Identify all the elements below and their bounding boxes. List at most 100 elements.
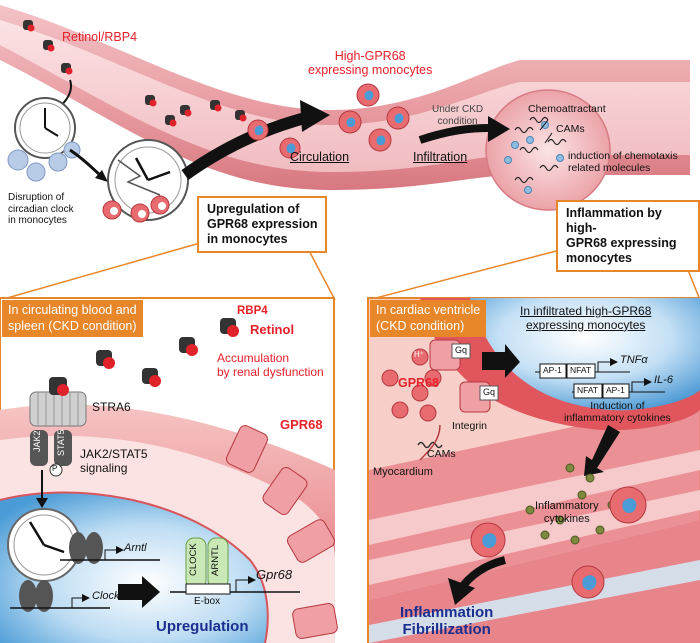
right-box-line1: Inflammation by high- — [566, 206, 662, 235]
stra6-label: STRA6 — [92, 400, 131, 414]
chemoattractant-label: Chemoattractant — [528, 103, 606, 115]
under-ckd-label: Under CKD condition — [432, 104, 483, 127]
bottom-line1: Inflammation — [400, 604, 494, 621]
disruption-line2: circadian clock — [8, 203, 74, 215]
accumulation-line1: Accumulation — [217, 351, 290, 365]
clock-protein-label: CLOCK — [188, 543, 199, 576]
inflammation-title-box: Inflammation by high- GPR68 expressing m… — [556, 200, 700, 272]
left-connector-b — [0, 242, 201, 301]
induction-cytokines-line1: Induction of — [590, 400, 645, 412]
stat5-label: STAT5 — [56, 429, 66, 456]
gpr68-gene-label: Gpr68 — [256, 567, 293, 582]
accumulation-label: Accumulation by renal dysfunction — [217, 351, 324, 380]
clock-gene-label: Clock — [92, 590, 120, 602]
stra6-receptor — [29, 377, 87, 427]
normal-monocytes — [7, 141, 81, 182]
infiltrated-line1: In infiltrated high-GPR68 — [520, 304, 652, 318]
il6-label: IL-6 — [654, 374, 673, 386]
right-box-line3: monocytes — [566, 251, 632, 265]
inflammatory-cytokines-label: Inflammatory cytokines — [535, 500, 599, 525]
right-box-line2: GPR68 expressing — [566, 236, 677, 250]
nfat-label-2: NFAT — [577, 385, 599, 395]
gpr68-right-label: GPR68 — [398, 376, 439, 390]
induction-chemotaxis-line2: related molecules — [568, 162, 651, 175]
tissue-monocytes — [470, 486, 647, 599]
infiltration-arrow — [418, 124, 491, 144]
right-connector-a — [367, 249, 561, 301]
jak2-label: JAK2 — [32, 430, 42, 452]
cams-pointer — [544, 132, 553, 144]
inflam-cyt-line2: cytokines — [543, 512, 590, 525]
nfat-label-1: NFAT — [570, 365, 592, 375]
big-arrow-to-circulation — [181, 112, 307, 180]
inflammation-fibrillization-label: Inflammation Fibrillization — [400, 604, 493, 639]
gpr68-left-label: GPR68 — [280, 417, 323, 432]
heart-tissue — [485, 89, 611, 211]
accumulation-line2: by renal dysfunction — [217, 364, 324, 379]
ap1-label-2: AP-1 — [606, 385, 625, 395]
infiltrated-line2: expressing monocytes — [526, 317, 646, 332]
left-tag-line2: spleen (CKD condition) — [8, 318, 137, 333]
retinol-particles-top — [23, 20, 247, 127]
jak-stat-label: JAK2/STAT5 signaling — [80, 447, 148, 476]
right-tag-line2: (CKD condition) — [376, 318, 465, 333]
left-box-line3: in monocytes — [207, 232, 288, 246]
tnfa-label: TNFα — [620, 354, 648, 366]
disruption-label: Disruption of circadian clock in monocyt… — [8, 192, 74, 227]
disruption-line1: Disruption of — [8, 192, 65, 203]
chemoattractant-dots — [504, 121, 564, 194]
arntl-gene-label: Arntl — [124, 542, 147, 554]
cytokine-particles — [525, 463, 617, 545]
phospho-label: P — [52, 464, 58, 473]
induction-cytokines-line2: inflammatory cytokines — [564, 412, 671, 425]
disruption-line3: in monocytes — [8, 215, 67, 226]
right-tag-line1: In cardiac ventricle — [376, 303, 481, 317]
inflam-cyt-line1: Inflammatory — [535, 500, 599, 512]
cams-top-label: CAMs — [556, 123, 585, 135]
arntl-protein-label: ARNTL — [210, 544, 221, 576]
right-panel-tag: In cardiac ventricle (CKD condition) — [370, 300, 487, 338]
infiltration-label: Infiltration — [413, 150, 468, 164]
under-ckd-line1: Under CKD — [432, 104, 484, 115]
gq-label-2: Gq — [483, 387, 496, 397]
upregulation-label: Upregulation — [156, 618, 249, 635]
cams-coils — [514, 116, 567, 184]
circulation-label: Circulation — [290, 150, 350, 164]
chemoattractant-pointer — [539, 119, 549, 131]
gpr68-monocytes-near-clock — [102, 195, 170, 223]
induction-chemotaxis-label: induction of chemotaxis related molecule… — [568, 150, 678, 174]
integrin-label: Integrin — [452, 420, 488, 432]
left-box-line1: Upregulation of — [207, 202, 300, 216]
induction-chemotaxis-line1: induction of chemotaxis — [568, 150, 678, 162]
circulating-gpr68-monocytes — [247, 83, 410, 159]
left-panel — [0, 297, 338, 643]
jak-stat-line1: JAK2/STAT5 — [80, 447, 148, 461]
infiltrated-monocytes-label: In infiltrated high-GPR68 expressing mon… — [520, 304, 652, 333]
rbp4-label: RBP4 — [237, 305, 268, 317]
left-box-line2: GPR68 expression — [207, 217, 318, 231]
ap1-label-1: AP-1 — [543, 365, 562, 375]
bottom-line2: Fibrillization — [402, 621, 491, 639]
retinol-rbp4-label: Retinol/RBP4 — [62, 30, 138, 44]
jak-stat-line2: signaling — [80, 460, 128, 475]
high-gpr68-line2: expressing monocytes — [308, 63, 433, 78]
myocardium-label: Myocardium — [373, 466, 433, 478]
left-panel-tag: In circulating blood and spleen (CKD con… — [2, 300, 143, 338]
left-tag-line1: In circulating blood and — [8, 303, 137, 317]
retinol-label: Retinol — [250, 322, 295, 337]
proton-icons — [381, 348, 442, 422]
cams-right-label: CAMs — [427, 448, 456, 460]
upregulation-title-box: Upregulation of GPR68 expression in mono… — [197, 196, 328, 253]
under-ckd-line2: condition — [437, 115, 478, 127]
right-panel — [367, 297, 700, 643]
hplus-label: H⁺ — [414, 350, 424, 359]
induction-cytokines-label: Induction of inflammatory cytokines — [564, 400, 671, 424]
gpr68-receptors-left — [226, 425, 338, 639]
high-gpr68-monocytes-label: High-GPR68 expressing monocytes — [308, 49, 432, 78]
high-gpr68-line1: High-GPR68 — [334, 49, 406, 63]
arrow-to-broken-clock — [69, 148, 101, 177]
ebox-label: E-box — [194, 596, 221, 607]
gq-label-1: Gq — [455, 345, 468, 355]
circadian-clock-icon-1 — [14, 97, 76, 159]
